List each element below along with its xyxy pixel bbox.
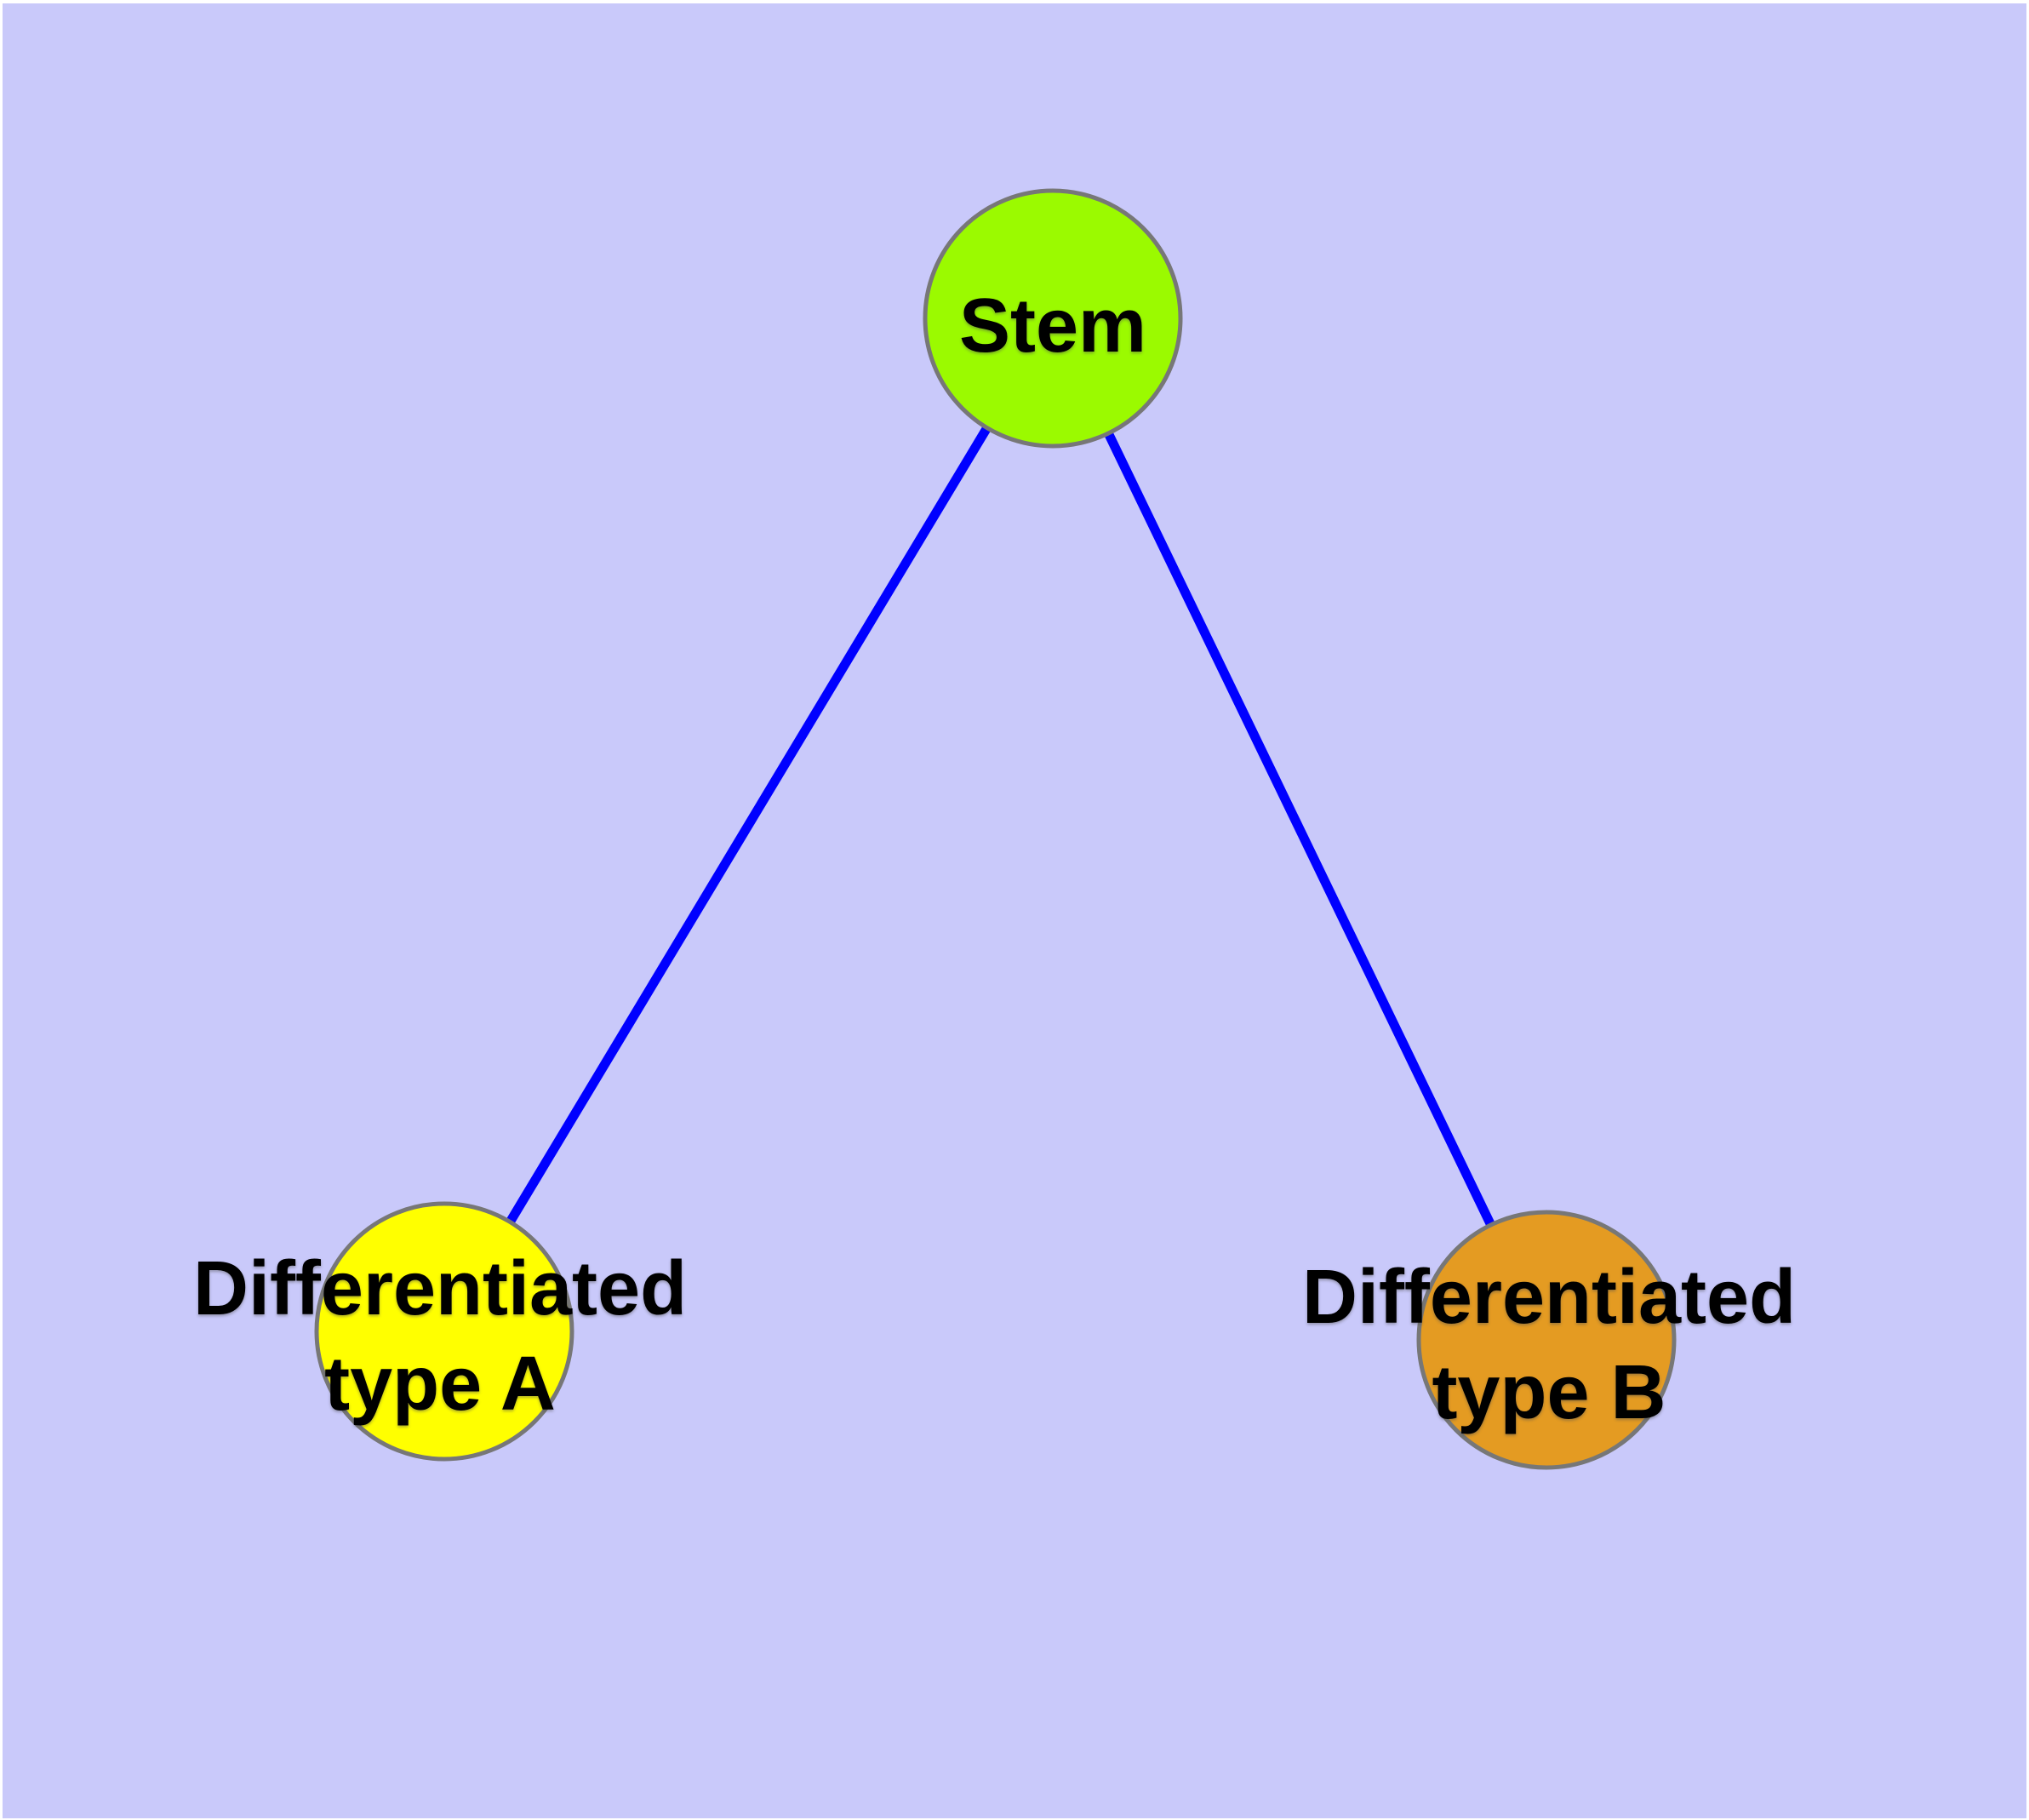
- node-differentiated-type-b: [1416, 1210, 1677, 1470]
- edge-stem-to-type-b: [1049, 316, 1551, 1342]
- edge-stem-to-type-a: [440, 316, 1057, 1334]
- graph-svg: [314, 188, 1677, 1470]
- node-stem: [923, 188, 1183, 449]
- node-differentiated-type-a: [314, 1201, 574, 1462]
- plot-canvas: Stem Differentiated type A Differentiate…: [3, 3, 2026, 1818]
